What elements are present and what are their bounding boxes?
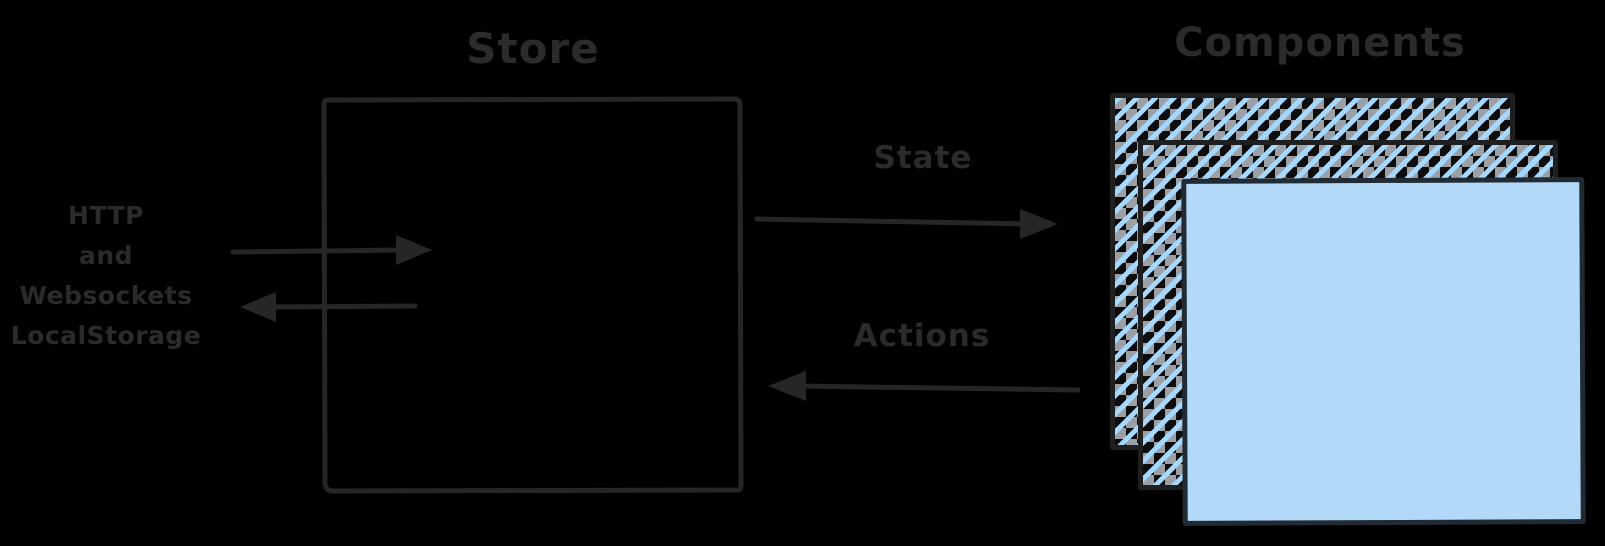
arrow-state-head (1020, 209, 1058, 239)
arrow-into-store (230, 235, 432, 265)
arrow-out-of-store-head (240, 292, 276, 322)
arrow-into-store-head (396, 235, 432, 265)
arrow-actions-shaft (795, 383, 1081, 393)
arrow-state (754, 209, 1058, 239)
arrow-actions-head (768, 371, 806, 401)
arrow-into-store-shaft (230, 247, 407, 255)
actions-arrow-label: Actions (853, 318, 991, 354)
arrow-state-shaft (754, 216, 1031, 227)
components-title: Components (1174, 20, 1466, 66)
source-line-http: HTTP (68, 201, 144, 230)
store-title: Store (466, 24, 600, 73)
source-line-localstorage: LocalStorage (10, 321, 202, 350)
arrow-out-of-store-shaft (265, 303, 418, 310)
arrow-out-of-store (240, 292, 418, 322)
state-arrow-label: State (873, 140, 973, 176)
arrow-actions (768, 371, 1081, 401)
source-line-and: and (78, 241, 134, 270)
data-sources-block: HTTP and Websockets LocalStorage (0, 196, 212, 356)
source-line-websockets: Websockets (19, 281, 193, 310)
